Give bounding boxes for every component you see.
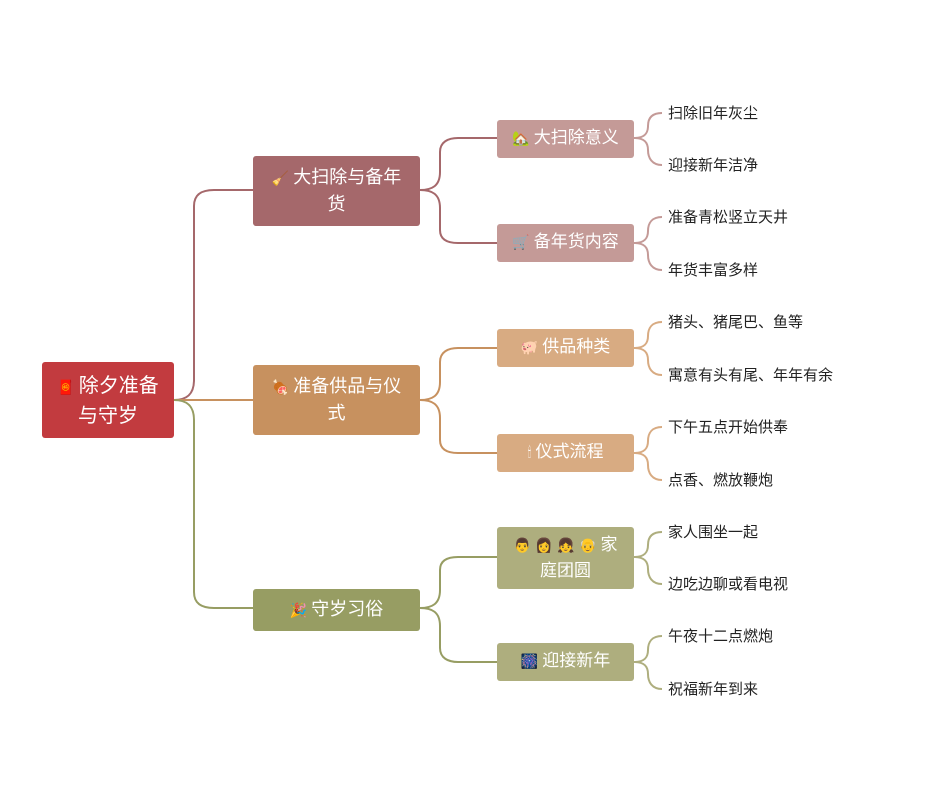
sub-label: 迎接新年 xyxy=(542,651,611,671)
broom-icon: 🧹 xyxy=(271,170,290,187)
leaf-item[interactable]: 点香、燃放鞭炮 xyxy=(668,471,774,489)
edge-branch1-sub2 xyxy=(419,189,497,244)
shopping-cart-icon: 🛒 xyxy=(512,235,530,251)
sub-welcome-new-year-node[interactable]: 🎆迎接新年 xyxy=(497,643,634,681)
red-envelope-icon: 🧧 xyxy=(57,379,75,396)
candle-icon: 🕯 xyxy=(527,445,532,461)
leaf-item[interactable]: 准备青松竖立天井 xyxy=(668,208,789,226)
leaf-item[interactable]: 下午五点开始供奉 xyxy=(668,418,789,436)
edge-branch2-sub1 xyxy=(419,347,497,401)
leaf-item[interactable]: 祝福新年到来 xyxy=(668,680,759,698)
pig-icon: 🐖 xyxy=(520,340,539,356)
leaf-item[interactable]: 午夜十二点燃炮 xyxy=(668,627,774,645)
edge-root-branch1 xyxy=(173,189,253,401)
sub-family-reunion-node[interactable]: 👨 👩 👧 👴家庭团圆 xyxy=(497,527,634,589)
root-node[interactable]: 🧧除夕准备与守岁 xyxy=(42,362,174,438)
branch-label: 准备供品与仪式 xyxy=(293,375,402,424)
edge-branch3-sub1 xyxy=(419,556,497,609)
sub-label: 仪式流程 xyxy=(535,442,604,462)
root-label: 除夕准备与守岁 xyxy=(78,372,159,427)
leaf-item[interactable]: 边吃边聊或看电视 xyxy=(668,575,789,593)
sub-label: 备年货内容 xyxy=(533,232,619,252)
leaf-item[interactable]: 年货丰富多样 xyxy=(668,261,759,279)
sub-label: 供品种类 xyxy=(542,337,611,357)
branch-label: 守岁习俗 xyxy=(311,598,384,620)
branch-label: 大扫除与备年货 xyxy=(293,166,402,215)
house-icon: 🏡 xyxy=(512,131,530,147)
leaf-item[interactable]: 家人围坐一起 xyxy=(668,523,759,541)
fireworks-icon: 🎆 xyxy=(520,654,539,670)
meat-icon: 🍖 xyxy=(271,379,290,396)
edge-branch3-sub2 xyxy=(419,607,497,663)
branch-cleaning-node[interactable]: 🧹大扫除与备年货 xyxy=(253,156,420,226)
sub-offering-types-node[interactable]: 🐖供品种类 xyxy=(497,329,634,367)
leaf-item[interactable]: 猪头、猪尾巴、鱼等 xyxy=(668,313,804,331)
sub-new-year-goods-node[interactable]: 🛒备年货内容 xyxy=(497,224,634,262)
leaf-item[interactable]: 迎接新年洁净 xyxy=(668,156,759,174)
leaf-item[interactable]: 扫除旧年灰尘 xyxy=(668,104,759,122)
party-popper-icon: 🎉 xyxy=(289,602,308,619)
edge-branch1-sub1 xyxy=(419,137,497,191)
branch-vigil-node[interactable]: 🎉守岁习俗 xyxy=(253,589,420,631)
leaf-item[interactable]: 寓意有头有尾、年年有余 xyxy=(668,366,834,384)
family-icon: 👨 👩 👧 👴 xyxy=(513,537,597,554)
edge-branch2-sub2 xyxy=(419,399,497,454)
sub-cleaning-meaning-node[interactable]: 🏡大扫除意义 xyxy=(497,120,634,158)
sub-label: 大扫除意义 xyxy=(533,128,619,148)
sub-label: 家庭团圆 xyxy=(540,534,618,581)
sub-ritual-process-node[interactable]: 🕯仪式流程 xyxy=(497,434,634,472)
branch-offerings-node[interactable]: 🍖准备供品与仪式 xyxy=(253,365,420,435)
edge-root-branch3 xyxy=(173,399,253,609)
